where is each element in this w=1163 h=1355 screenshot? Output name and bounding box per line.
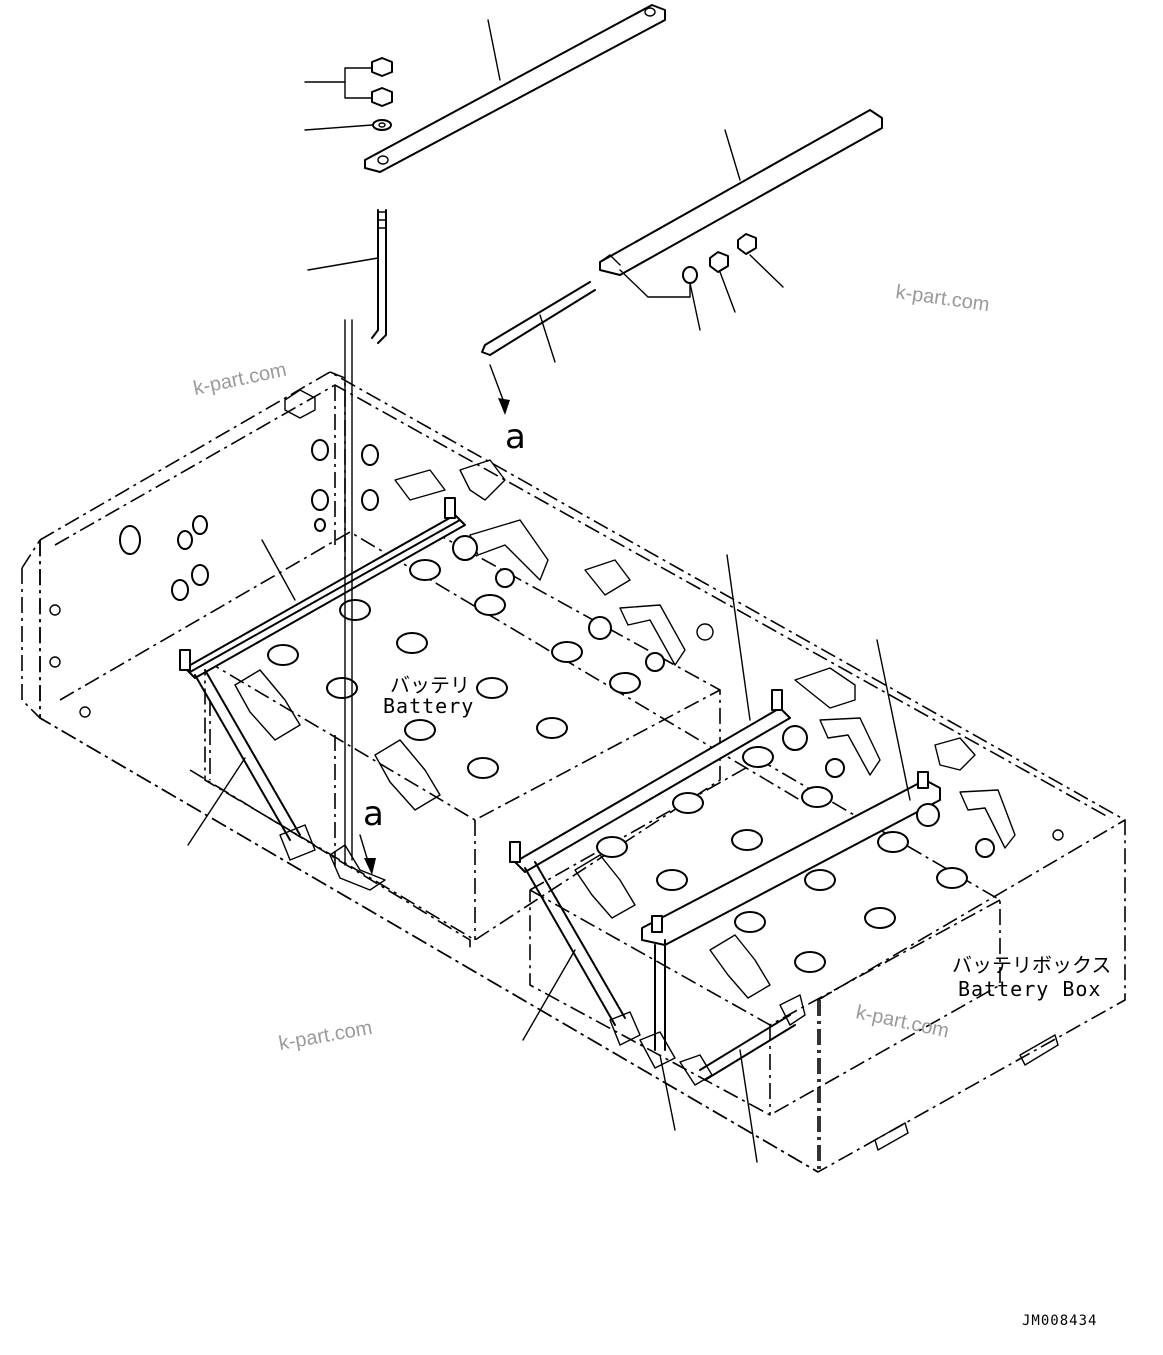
battery-label-en: Battery: [383, 694, 474, 718]
hold-down-bar-left: [179, 497, 466, 679]
long-rod-bar-exploded: [599, 109, 883, 276]
wall-mounts: [49, 439, 1064, 841]
watermark-1: k-part.com: [894, 281, 991, 316]
j-bolt-exploded-left: [344, 209, 387, 866]
hold-down-bar-right-b: [641, 771, 941, 946]
bottom-clamps: [279, 824, 713, 1086]
hold-down-bar-exploded: [364, 4, 666, 173]
battery-box-label-jp: バッテリボックス: [952, 953, 1111, 977]
battery-label-jp: バッテリ: [390, 673, 470, 697]
nuts-and-washer-right: [682, 233, 757, 284]
battery-box-label-en: Battery Box: [958, 977, 1101, 1001]
reference-a-top: a: [505, 417, 526, 457]
reference-arrows: [359, 364, 510, 875]
watermark-2: k-part.com: [191, 359, 288, 400]
watermark-4: k-part.com: [854, 1001, 951, 1042]
battery-left: [204, 529, 721, 941]
j-bolt-exploded-right: [481, 281, 596, 356]
hold-down-bar-right-a: [509, 689, 791, 873]
box-handle-right: [874, 1034, 1059, 1151]
watermark-3: k-part.com: [277, 1017, 374, 1055]
nuts-and-washer-left: [371, 57, 393, 131]
leader-lines: [187, 19, 911, 1163]
reference-a-bottom: a: [363, 794, 384, 834]
battery-caps: [267, 559, 968, 973]
drawing-code: JM008434: [1022, 1313, 1097, 1329]
battery-box-outline: [21, 371, 1126, 1173]
battery-handles: [234, 519, 1016, 999]
wall-brackets: [284, 389, 976, 771]
j-bolts-installed: [194, 669, 806, 1081]
battery-terminals: [452, 535, 995, 858]
